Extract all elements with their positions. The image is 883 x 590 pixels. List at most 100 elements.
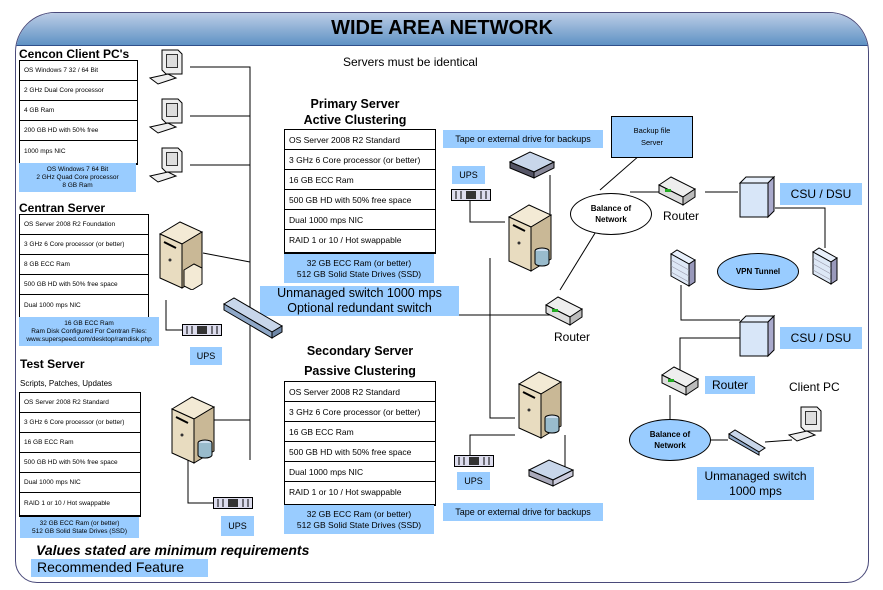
recommended-line: Ram Disk Configured For Centran Files: [31,327,147,335]
spec-row: Dual 1000 mps NIC [24,301,81,309]
primary-server-title: Primary Server Active Clustering [285,96,425,128]
secondary-ups-label: UPS [457,472,490,490]
spec-row: 500 GB HD with 50% free space [20,453,140,473]
spec-row: RAID 1 or 10 / Hot swappable [289,487,402,497]
network-switch-icon [223,297,283,339]
title-line: Primary Server [310,97,400,111]
spec-row: Dual 1000 mps NIC [285,462,435,482]
secondary-spec-table: OS Server 2008 R2 Standard 3 GHz 6 Core … [284,381,436,506]
remote-switch-label: Unmanaged switch 1000 mps [697,467,814,500]
recommended-feature-legend: Recommended Feature [31,559,208,577]
spec-row: 16 GB ECC Ram [285,422,435,442]
router-label-remote: Router [705,376,755,394]
router-label-wan: Router [663,209,700,223]
header-bar: WIDE AREA NETWORK [16,13,868,46]
recommended-line: 16 GB ECC Ram [64,319,114,327]
spec-row: Dual 1000 mps NIC [285,210,435,230]
desktop-pc-icon [148,49,183,85]
link-router-bon [559,224,601,291]
spec-row: 200 GB HD with 50% free [20,121,137,141]
firewall-icon [812,247,838,285]
centran-server-title: Centran Server [19,201,106,215]
test-ups-label: UPS [221,516,254,536]
spec-row: 16 GB ECC Ram [285,170,435,190]
spec-row: 3 GHz 6 Core processor (or better) [285,402,435,422]
spec-row: RAID 1 or 10 / Hot swappable [289,235,402,245]
spec-row: OS Windows 7 32 / 64 Bit [20,61,137,81]
link-primary-ups [469,195,505,223]
label-line: Balance of [590,204,632,213]
tape-drive-icon [527,459,575,487]
desktop-pc-icon [148,147,183,183]
link-bon-backup [599,154,641,191]
client-pcs-recommended: OS Windows 7 64 Bit 2 GHz Quad Core proc… [19,163,136,192]
centran-server-icon [158,221,204,290]
client-pcs-title: Cencon Client PC's [19,47,130,61]
spec-row: 2 GHz Dual Core processor [20,81,137,101]
router-icon [658,176,696,206]
spec-row: 500 GB HD with 50% free space [285,190,435,210]
test-server-title: Test Server [20,357,85,371]
router-icon [661,366,699,396]
secondary-tape-label: Tape or external drive for backups [443,503,603,521]
centran-recommended: 16 GB ECC Ram Ram Disk Configured For Ce… [19,317,159,346]
router-label-lan: Router [554,330,591,344]
minimum-requirements-note: Values stated are minimum requirements [36,542,310,558]
link-firewall-csu2 [680,285,740,321]
recommended-line: OS Windows 7 64 Bit [46,165,109,173]
spec-row: 8 GB ECC Ram [20,255,148,275]
recommended-line: 32 GB ECC Ram (or better) [306,508,412,519]
csu-dsu-label-1: CSU / DSU [780,183,862,205]
ups-icon [454,455,494,467]
spec-row: 3 GHz 6 Core processor (or better) [285,150,435,170]
title-line: Active Clustering [303,113,407,127]
label-line: Network [654,441,686,450]
label-line: Unmanaged switch 1000 mps [277,286,442,300]
page-title: WIDE AREA NETWORK [331,17,553,39]
link-switch-pc [764,439,793,443]
centran-ups-label: UPS [190,347,222,365]
test-server-icon [170,396,216,464]
client-pc-label: Client PC [789,380,840,394]
link-secondary-ups [469,434,515,458]
spec-row: RAID 1 or 10 / Hot swappable [24,499,110,507]
client-pcs-spec-table: OS Windows 7 32 / 64 Bit 2 GHz Dual Core… [19,60,138,165]
secondary-recommended: 32 GB ECC Ram (or better) 512 GB Solid S… [284,505,434,534]
label-line: Optional redundant switch [287,301,432,315]
link-pc1 [190,66,251,460]
spec-row: OS Server 2008 R2 Foundation [20,215,148,235]
label-line: Network [595,215,627,224]
secondary-server-title: Secondary Server Passive Clustering [290,341,430,381]
title-line: Secondary Server [306,344,414,358]
diagram-frame: WIDE AREA NETWORK [15,12,869,583]
router-icon [545,296,583,326]
tape-drive-icon [508,151,556,179]
label-line: Unmanaged switch [704,468,807,483]
main-switch-label: Unmanaged switch 1000 mps Optional redun… [260,286,459,316]
link-servers-bus [489,258,515,419]
recommended-line: 2 GHz Quad Core processor [36,173,119,181]
spec-row: 4 GB Ram [20,101,137,121]
recommended-line: 32 GB ECC Ram (or better) [39,519,120,527]
spec-row: 1000 mps NIC [24,147,66,155]
recommended-line: 8 GB Ram [62,181,93,189]
link-centran [202,252,251,263]
primary-recommended: 32 GB ECC Ram (or better) 512 GB Solid S… [284,254,434,283]
recommended-line: 512 GB Solid State Drives (SSD) [31,527,127,535]
label-line: 1000 mps [729,483,782,498]
test-spec-table: OS Server 2008 R2 Standard 3 GHz 6 Core … [19,392,141,517]
spec-row: OS Server 2008 R2 Standard [285,382,435,402]
recommended-line: 32 GB ECC Ram (or better) [306,257,412,268]
centran-spec-table: OS Server 2008 R2 Foundation 3 GHz 6 Cor… [19,214,149,319]
secondary-server-icon [517,371,563,439]
csu-dsu-icon [738,314,776,358]
recommended-line: 512 GB Solid State Drives (SSD) [296,519,422,530]
remote-switch-icon [728,429,766,456]
ups-icon [213,497,253,509]
primary-ups-label: UPS [452,166,485,184]
spec-row: OS Server 2008 R2 Standard [20,393,140,413]
balance-of-network-local: Balance of Network [570,193,652,235]
label-line: Backup file [633,126,671,135]
link-csu-firewall [775,207,826,248]
